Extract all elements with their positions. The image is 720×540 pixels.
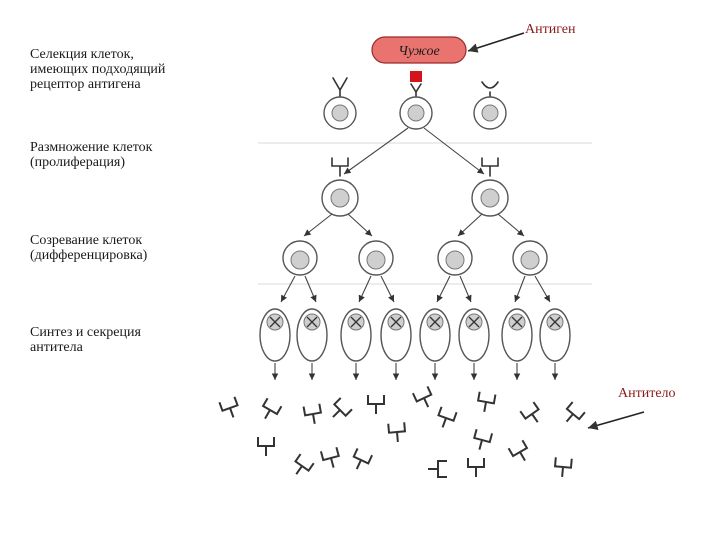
arrow <box>303 213 333 237</box>
antibody-icon <box>302 403 323 425</box>
antigen-marker <box>410 71 422 82</box>
antibody-icon <box>218 396 239 418</box>
y-receptor-icon <box>410 83 422 99</box>
differentiation-cell <box>358 240 394 276</box>
antibody-icon <box>387 422 407 443</box>
antibody-icon <box>352 448 373 470</box>
plasma-cells-row <box>259 308 571 362</box>
y-receptor-icon <box>332 77 348 99</box>
antibody-icon <box>294 453 315 475</box>
antigen-pointer-arrow <box>467 32 525 53</box>
arrow <box>514 275 526 303</box>
antibody-icon <box>476 391 497 413</box>
arrow <box>457 213 483 237</box>
selection-cell-right <box>473 81 507 130</box>
antigen-label: Антиген <box>525 22 576 37</box>
arrow <box>343 127 409 175</box>
antibody-receptor-icon <box>481 157 499 177</box>
plasma-cell-icon <box>458 308 490 362</box>
differentiation-cell <box>437 240 473 276</box>
plasma-cell-icon <box>501 308 533 362</box>
arrow <box>423 127 485 175</box>
antibody-label: Антитело <box>618 386 676 401</box>
antibody-icon <box>319 446 340 468</box>
arrow <box>497 213 525 237</box>
arrow <box>358 275 372 303</box>
step-secretion-label: Синтез и секреция антитела <box>30 325 141 355</box>
arrow <box>459 275 472 303</box>
antibody-icon <box>437 406 458 428</box>
antibody-icon <box>565 401 586 423</box>
plasma-cell-icon <box>539 308 571 362</box>
arrow <box>534 275 551 303</box>
plasma-cell-icon <box>380 308 412 362</box>
selection-cell-left <box>323 77 357 130</box>
antibody-pointer-arrow <box>587 411 645 430</box>
arrow <box>347 213 373 237</box>
differentiation-cell <box>282 240 318 276</box>
antigen-pill-text: Чужое <box>398 44 439 59</box>
antibody-icon <box>367 395 385 414</box>
plasma-cell-icon <box>296 308 328 362</box>
differentiation-cell <box>512 240 548 276</box>
antibody-icon <box>473 428 494 450</box>
antibodies-field <box>218 386 586 478</box>
u-receptor-icon <box>481 81 499 99</box>
antibody-icon <box>412 386 433 408</box>
arrow <box>280 275 296 303</box>
plasma-cell-icon <box>419 308 451 362</box>
plasma-cell-icon <box>340 308 372 362</box>
antibody-icon <box>261 397 283 420</box>
antibody-icon <box>332 397 353 418</box>
plasma-cell-icon <box>259 308 291 362</box>
step-selection-label: Селекция клеток, имеющих подходящий реце… <box>30 47 166 92</box>
step-differentiation-label: Созревание клеток (дифференцировка) <box>30 233 148 263</box>
antibody-icon <box>467 458 485 477</box>
antibody-receptor-icon <box>331 157 349 177</box>
antibody-icon <box>428 460 447 478</box>
antibody-icon <box>553 457 573 478</box>
antigen-pill <box>371 36 467 64</box>
proliferation-cell-left <box>321 157 359 217</box>
antibody-icon <box>257 437 275 456</box>
antibody-icon <box>507 439 529 462</box>
selection-cell-center <box>399 83 433 130</box>
step-proliferation-label: Размножение клеток (пролиферация) <box>30 140 153 170</box>
arrow <box>304 275 317 303</box>
arrow <box>436 275 451 303</box>
arrow <box>380 275 395 303</box>
antibody-icon <box>519 401 540 423</box>
proliferation-cell-right <box>471 157 509 217</box>
